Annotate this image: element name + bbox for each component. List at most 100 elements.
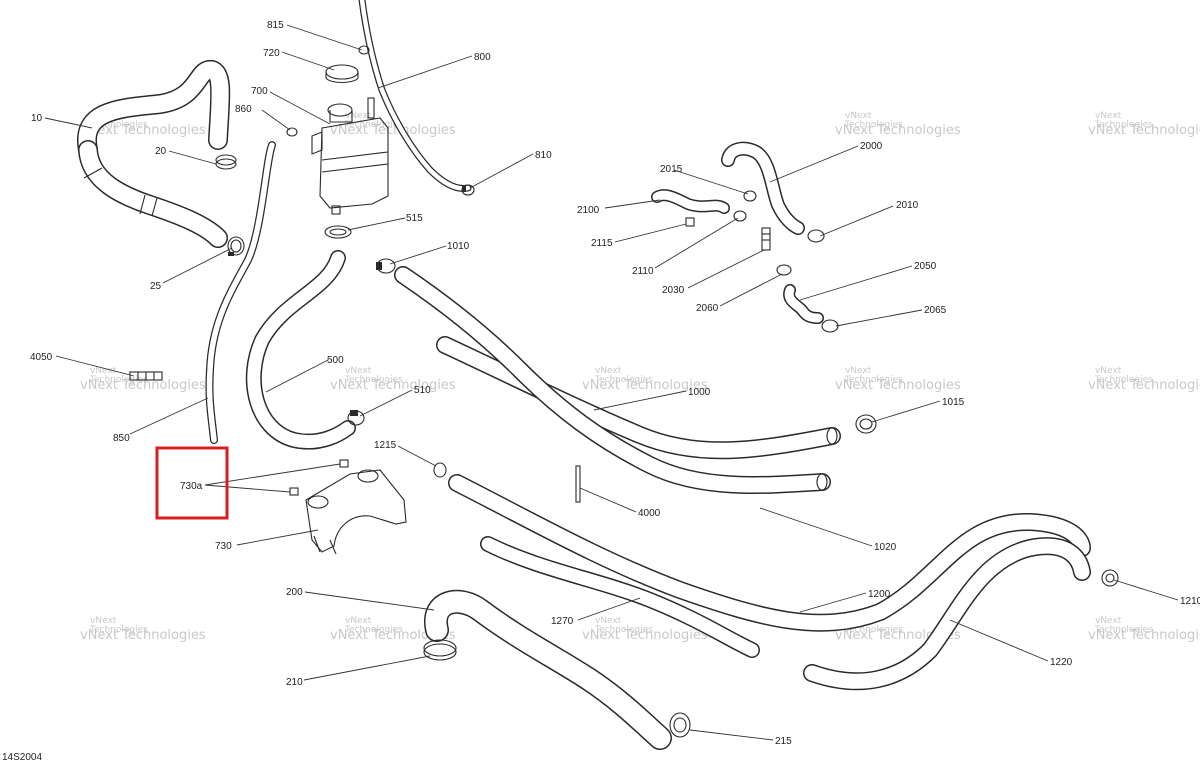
clamp-1210[interactable] — [1101, 569, 1119, 587]
diagram-code-label: 14S2004 — [2, 752, 43, 763]
watermark-text: vNext Technologies — [330, 378, 456, 393]
clamp-2060[interactable] — [776, 264, 792, 276]
hose-850[interactable] — [205, 141, 276, 444]
callout-1015[interactable]: 1015 — [942, 397, 965, 408]
hose-1270[interactable] — [480, 536, 760, 658]
callout-10[interactable]: 10 — [31, 113, 43, 124]
highlight-box-730a — [155, 446, 229, 520]
callout-2015[interactable]: 2015 — [660, 164, 683, 175]
clip-730a[interactable] — [289, 459, 349, 496]
clamp-2015[interactable] — [743, 190, 757, 202]
watermark-text: Technologies — [89, 375, 148, 385]
watermark: vNext Technologies vNext Technologies — [330, 111, 456, 138]
callout-labels: 10 20 25 815 720 800 700 860 810 515 101… — [30, 20, 1200, 747]
clip-2115[interactable] — [685, 217, 695, 227]
watermark-text: vNext Technologies — [1088, 123, 1200, 138]
callout-20[interactable]: 20 — [155, 146, 167, 157]
callout-860[interactable]: 860 — [235, 104, 252, 115]
callout-2065[interactable]: 2065 — [924, 305, 947, 316]
watermark-text: vNext Technologies — [835, 123, 961, 138]
hose-1000[interactable] — [436, 336, 841, 460]
callout-510[interactable]: 510 — [414, 385, 431, 396]
callout-2115[interactable]: 2115 — [591, 238, 613, 249]
ring-515[interactable] — [324, 225, 352, 239]
hose-1200[interactable] — [448, 474, 1091, 632]
watermark: vNext Technologies vNext Technologies — [835, 366, 961, 393]
hose-10[interactable] — [77, 60, 231, 248]
hose-2000[interactable] — [721, 141, 805, 235]
callout-1010[interactable]: 1010 — [447, 241, 470, 252]
clamp-layer — [129, 45, 1119, 738]
support-bracket-730[interactable] — [305, 469, 407, 555]
callout-700[interactable]: 700 — [251, 86, 268, 97]
callout-2050[interactable]: 2050 — [914, 261, 937, 272]
callout-730a[interactable]: 730a — [180, 481, 203, 492]
watermark-text: Technologies — [594, 375, 653, 385]
callout-1020[interactable]: 1020 — [874, 542, 897, 553]
watermark-text: Technologies — [1094, 625, 1153, 635]
callout-850[interactable]: 850 — [113, 433, 130, 444]
clamp-215[interactable] — [669, 712, 691, 738]
callout-25[interactable]: 25 — [150, 281, 162, 292]
callout-815[interactable]: 815 — [267, 20, 284, 31]
watermark-text: Technologies — [344, 120, 403, 130]
hose-1220[interactable] — [803, 537, 1091, 691]
hose-2100[interactable] — [651, 189, 730, 214]
callout-2060[interactable]: 2060 — [696, 303, 719, 314]
callout-215[interactable]: 215 — [775, 736, 792, 747]
clamp-210[interactable] — [423, 639, 457, 661]
clamp-2010[interactable] — [807, 229, 825, 243]
watermark-text: vNext — [595, 616, 622, 626]
hose-200[interactable] — [424, 589, 672, 750]
hose-500[interactable] — [245, 250, 356, 450]
watermark-text: vNext — [345, 111, 372, 121]
fitting-2030[interactable] — [761, 227, 771, 251]
callout-1215[interactable]: 1215 — [374, 440, 397, 451]
callout-1270[interactable]: 1270 — [551, 616, 574, 627]
clamp-25[interactable] — [227, 236, 245, 256]
callout-4050[interactable]: 4050 — [30, 352, 53, 363]
callout-810[interactable]: 810 — [535, 150, 552, 161]
hose-layer — [77, 0, 1091, 750]
hose-1020[interactable] — [394, 266, 831, 494]
callout-1210[interactable]: 1210 — [1180, 596, 1200, 607]
watermark-text: vNext Technologies — [330, 123, 456, 138]
callout-1000[interactable]: 1000 — [688, 387, 711, 398]
callout-2110[interactable]: 2110 — [632, 266, 654, 277]
callout-720[interactable]: 720 — [263, 48, 280, 59]
callout-2000[interactable]: 2000 — [860, 141, 883, 152]
clamp-810[interactable] — [461, 184, 475, 196]
callout-1200[interactable]: 1200 — [868, 589, 891, 600]
callout-210[interactable]: 210 — [286, 677, 303, 688]
clamp-1015[interactable] — [855, 414, 877, 434]
hose-2050[interactable] — [783, 284, 824, 324]
callout-2100[interactable]: 2100 — [577, 205, 600, 216]
watermark-text: vNext — [1095, 111, 1122, 121]
clamp-2065[interactable] — [821, 319, 839, 333]
watermark-text: vNext Technologies — [80, 378, 206, 393]
reservoir-cap-720[interactable] — [325, 64, 359, 84]
callout-2010[interactable]: 2010 — [896, 200, 919, 211]
coolant-reservoir-700[interactable] — [311, 97, 389, 215]
callout-800[interactable]: 800 — [474, 52, 491, 63]
clamp-20[interactable] — [215, 154, 237, 170]
callout-515[interactable]: 515 — [406, 213, 423, 224]
watermark-text: vNext Technologies — [330, 628, 456, 643]
callout-730[interactable]: 730 — [215, 541, 232, 552]
callout-1220[interactable]: 1220 — [1050, 657, 1073, 668]
callout-2030[interactable]: 2030 — [662, 285, 685, 296]
clamp-510[interactable] — [347, 410, 365, 426]
clamp-860[interactable] — [286, 127, 298, 137]
hose-800[interactable] — [358, 0, 472, 192]
callout-500[interactable]: 500 — [327, 355, 344, 366]
sensor-4050[interactable] — [129, 371, 163, 381]
fitting-4000[interactable] — [575, 465, 581, 503]
callout-4000[interactable]: 4000 — [638, 508, 661, 519]
clamp-1215[interactable] — [433, 462, 447, 478]
clamp-2110[interactable] — [733, 210, 747, 222]
callout-200[interactable]: 200 — [286, 587, 303, 598]
clamp-1010[interactable] — [376, 258, 396, 274]
clamp-815[interactable] — [358, 45, 370, 55]
